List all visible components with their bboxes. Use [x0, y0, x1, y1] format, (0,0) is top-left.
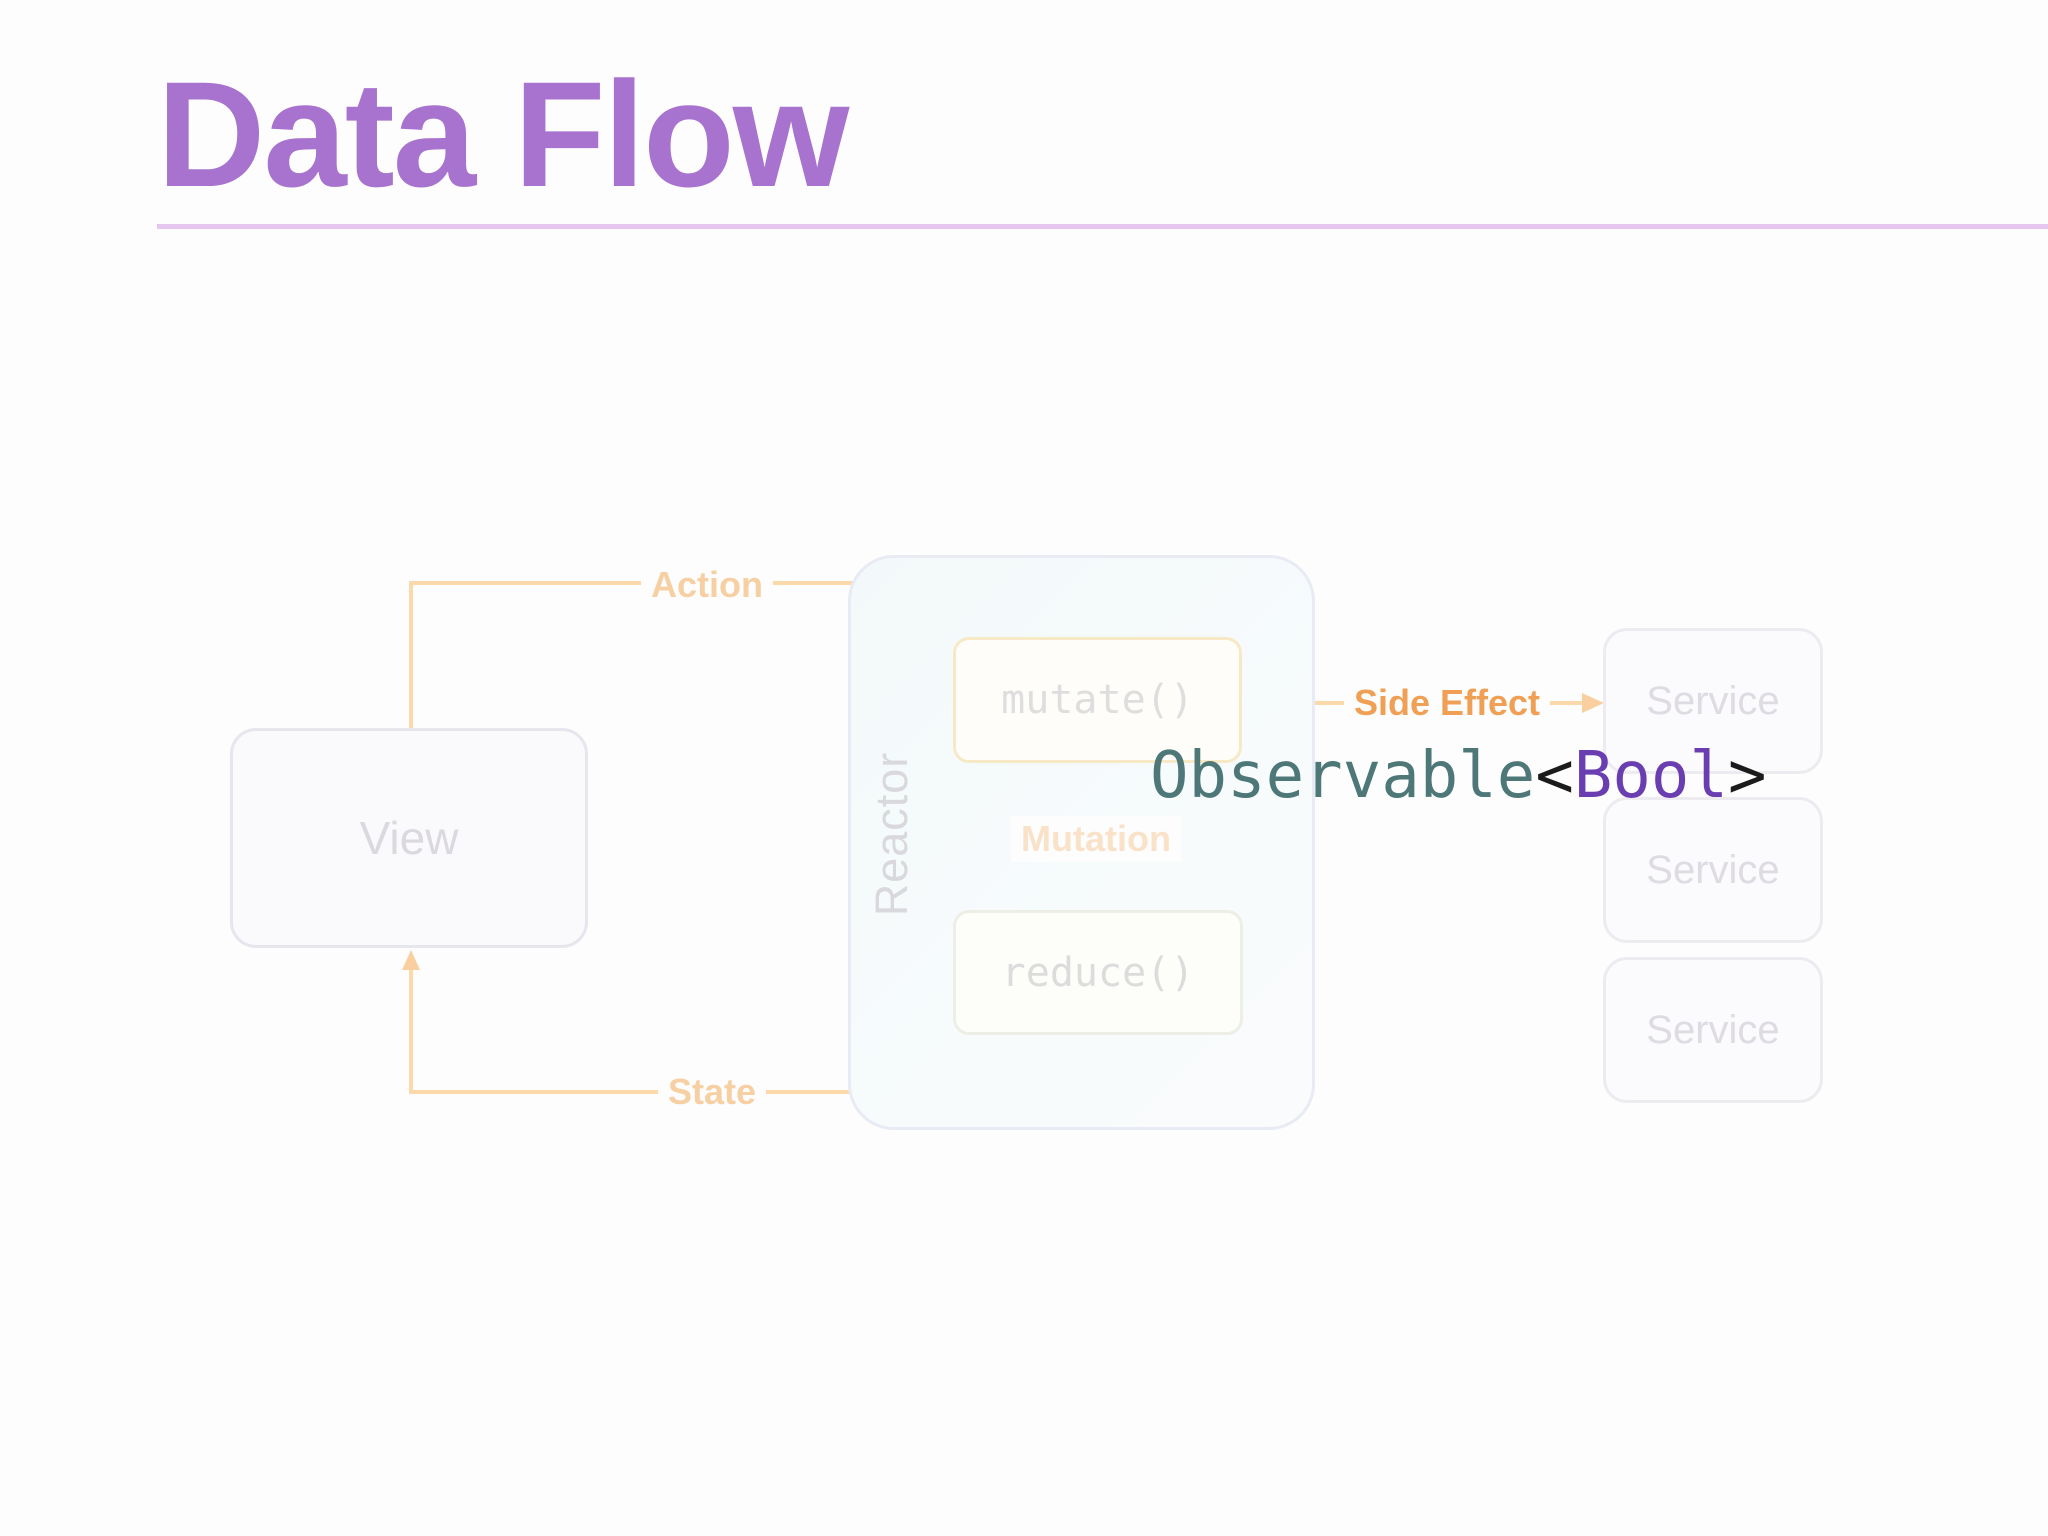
view-box: View [230, 728, 588, 948]
service-box-2: Service [1603, 797, 1823, 943]
page-title: Data Flow [157, 50, 849, 218]
service-box-1: Service [1603, 628, 1823, 774]
generic-parameter: Bool [1573, 739, 1728, 813]
observable-type-annotation: Observable<Bool> [1150, 734, 1767, 818]
reduce-box: reduce() [953, 910, 1243, 1035]
side-effect-flow-label: Side Effect [1343, 680, 1551, 726]
service-box-3: Service [1603, 957, 1823, 1103]
close-angle-bracket: > [1727, 739, 1767, 813]
service-box-label: Service [1646, 847, 1780, 892]
service-box-label: Service [1646, 678, 1780, 723]
side-effect-right-arrowhead [1582, 693, 1604, 713]
reactor-label: Reactor [866, 751, 917, 917]
mutation-flow-label: Mutation [1011, 816, 1181, 862]
action-flow-label: Action [641, 562, 773, 608]
state-flow-label: State [657, 1069, 767, 1115]
title-underline [157, 224, 2048, 229]
mutate-box-label: mutate() [1001, 677, 1194, 723]
reduce-box-label: reduce() [1001, 949, 1195, 996]
observable-type-name: Observable [1150, 739, 1536, 813]
service-box-label: Service [1646, 1007, 1780, 1052]
mutate-box: mutate() [953, 637, 1242, 763]
view-box-label: View [359, 812, 459, 864]
state-arrowhead [402, 950, 420, 970]
open-angle-bracket: < [1535, 739, 1574, 813]
